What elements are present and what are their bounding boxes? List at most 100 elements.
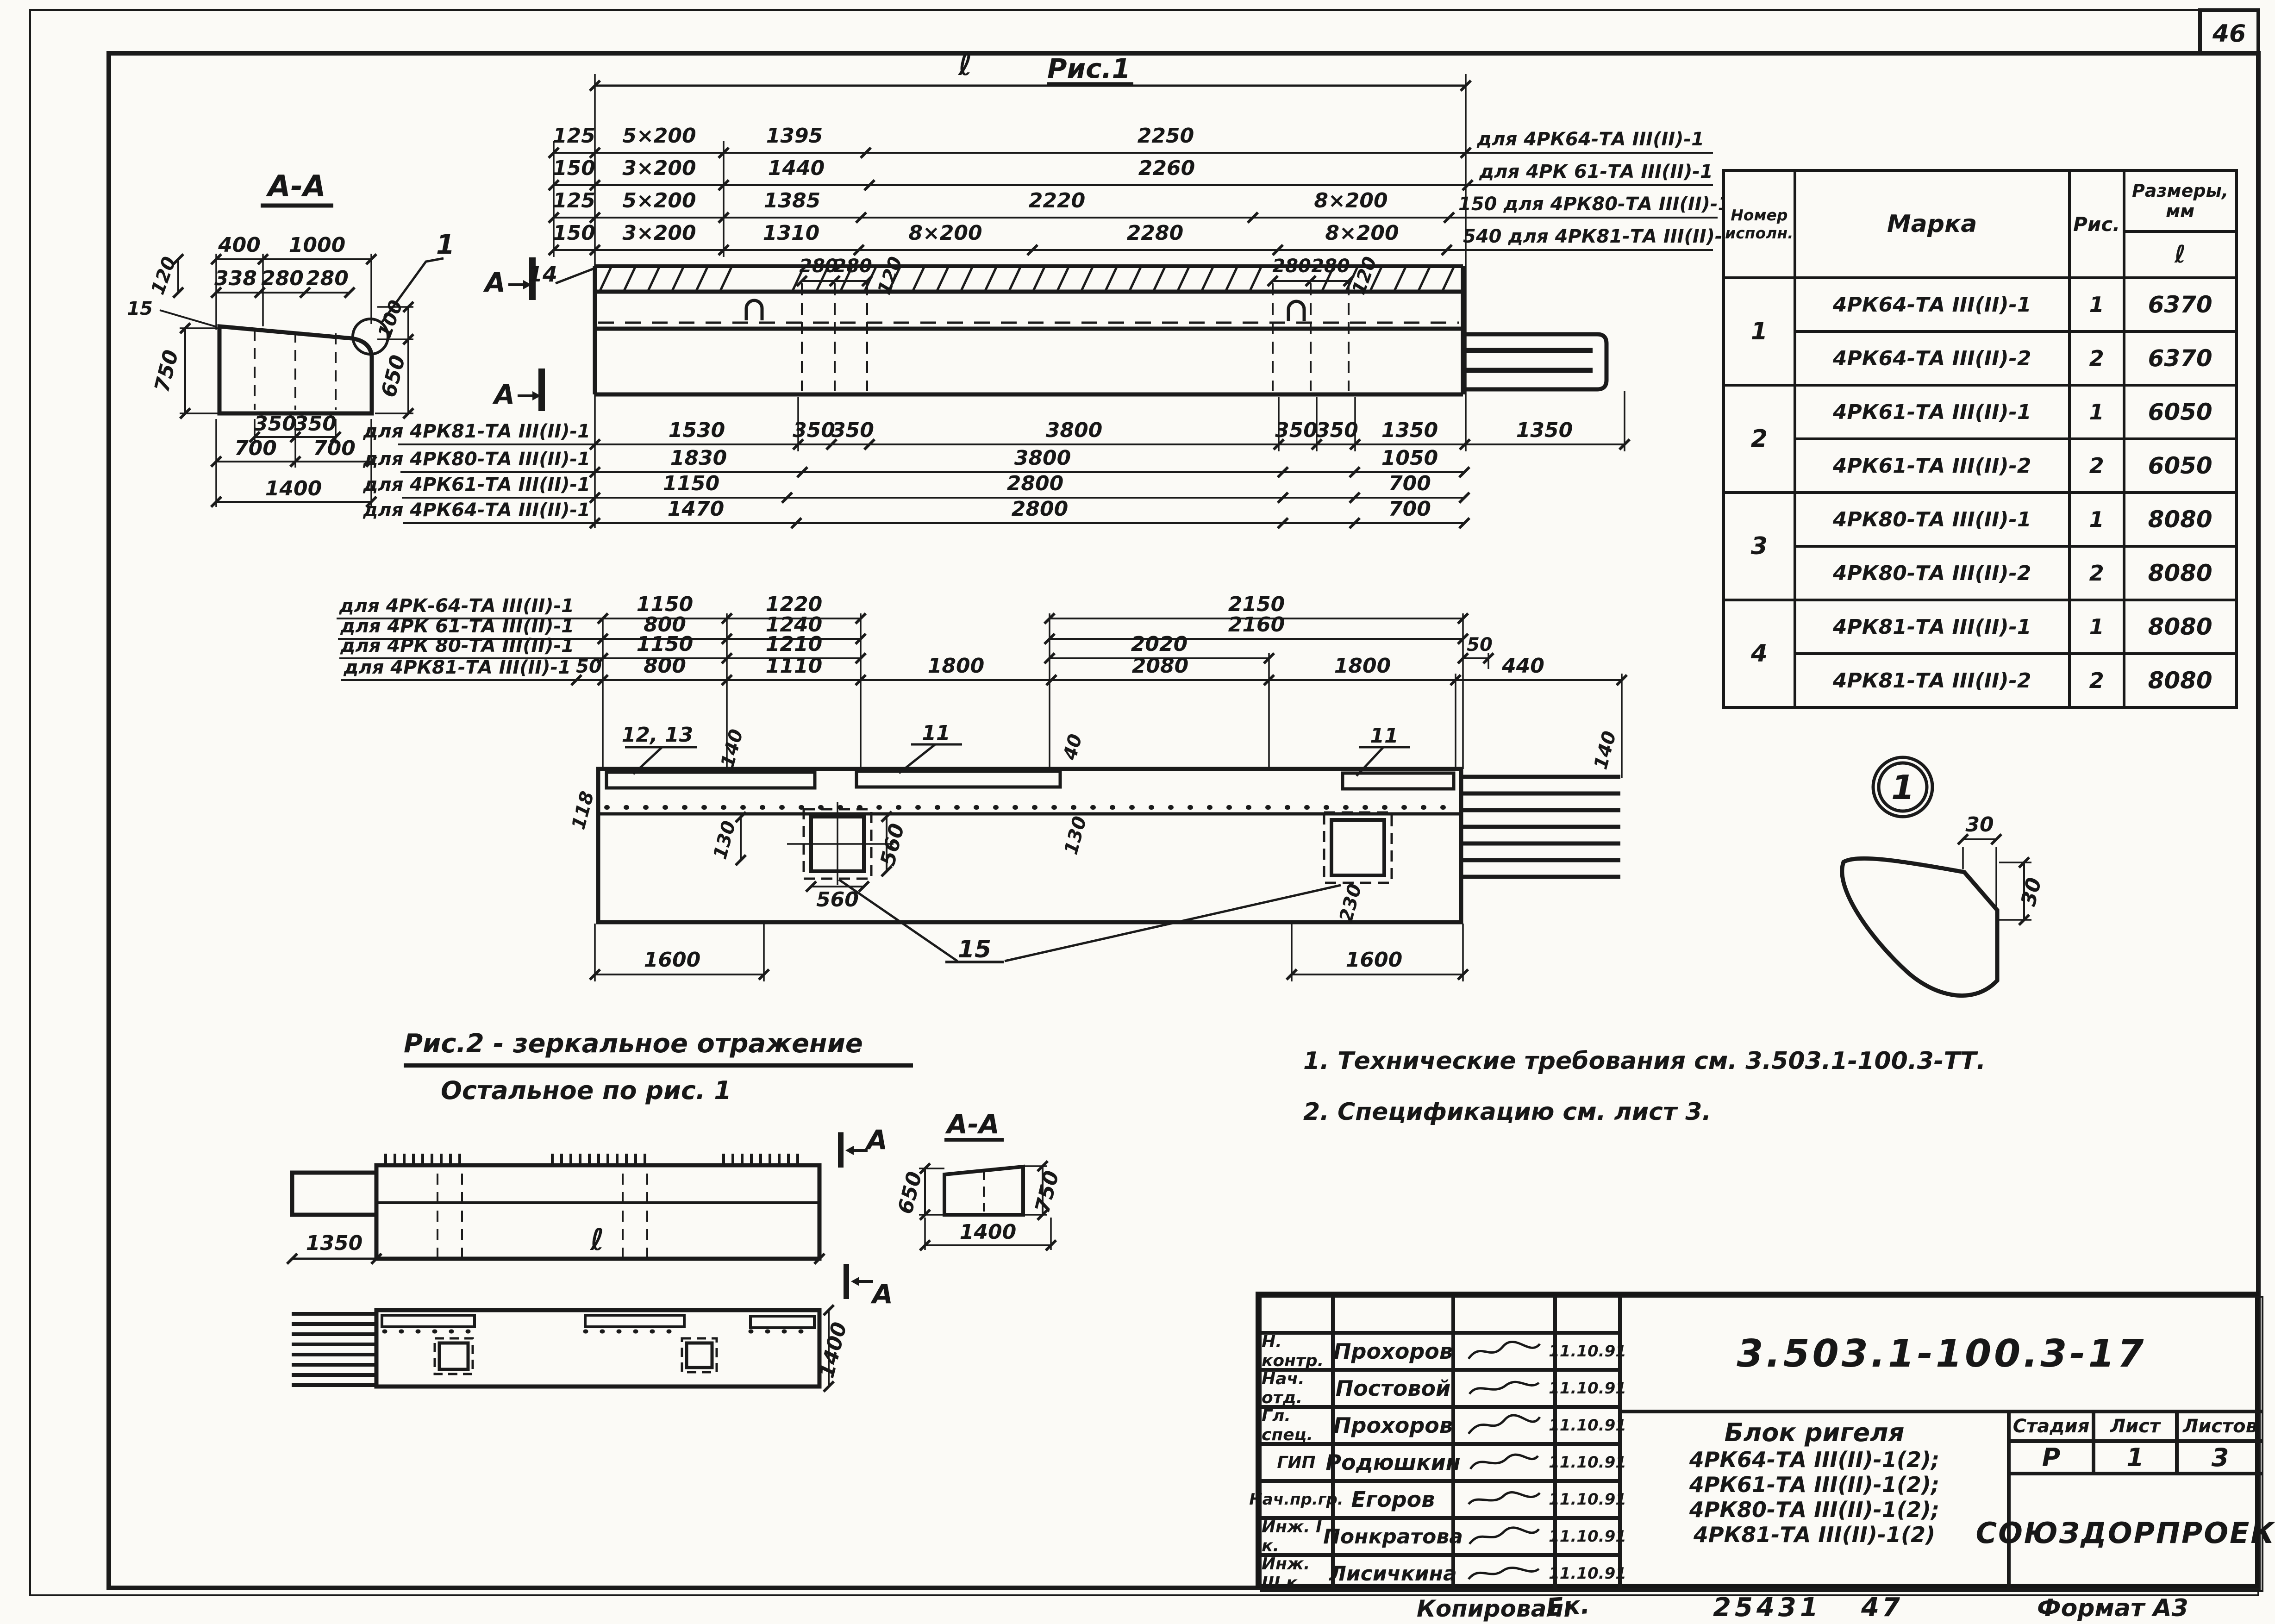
variant-label: для 4РК 61-ТА III(II)-1 [340,616,574,637]
dim-label: 2250 [1138,124,1194,148]
dim-label: 2800 [1012,497,1068,521]
variant-label: для 4РК61-ТА III(II)-1 [362,474,590,495]
staff-empty [1333,1296,1453,1333]
dim-label: 118 [568,789,598,832]
dim-label: 15 [127,298,153,319]
dim-label: 350 [831,418,874,442]
staff-role: Инж. III к. [1260,1555,1333,1593]
dim-label: 750 [150,348,183,394]
ris-cell: 1 [2068,599,2125,655]
group-number: 4 [1722,599,1796,709]
fig2-linework [337,612,2031,998]
ris-cell: 1 [2068,491,2125,548]
marka-cell: 4РК81-ТА III(II)-2 [1793,652,2071,709]
dim-label: 1800 [1334,654,1391,678]
sheet-value: 1 [2094,1441,2177,1474]
marka-cell: 4РК81-ТА III(II)-1 [1793,599,2071,655]
staff-name: Родюшкин [1325,1444,1461,1481]
dim-label: 280 [799,256,838,277]
staff-date: 11.10.91 [1549,1333,1626,1370]
dim-label: 350 [1275,418,1318,442]
staff-date: 11.10.91 [1549,1444,1626,1481]
marka-cell: 4РК64-ТА III(II)-2 [1793,330,2071,387]
group-number: 3 [1722,491,1796,601]
document-number: 3.503.1-100.3-17 [1620,1296,2263,1412]
variant-label: для 4РК 61-ТА III(II)-1 [1479,161,1713,182]
staff-date: 11.10.91 [1549,1370,1626,1407]
signature-scribble [1453,1518,1555,1555]
drawing-title-line: 4РК61-ТА III(II)-1(2); [1689,1472,1940,1497]
fig1-linework [398,74,1718,530]
length-cell: 8080 [2122,545,2238,601]
dim-label: 350 [793,418,835,442]
stage-value: Р [2009,1441,2094,1474]
fig2-caption: Рис.2 - зеркальное отражение Остальное п… [404,1029,913,1105]
parts-table: Номер исполн. Марка Рис. Размеры, мм ℓ 1… [1722,169,2238,709]
staff-empty [1260,1296,1333,1333]
staff-name: Постовой [1333,1370,1453,1407]
staff-role: ГИП [1260,1444,1333,1481]
copied-by-label: Копировал: [1417,1595,1573,1622]
dim-label: 3800 [1014,446,1071,470]
section-mark-a: А [870,1278,893,1310]
dim-label: 1350 [1381,418,1438,442]
col-header-number: Номер исполн. [1722,169,1796,279]
dim-label: 8×200 [1325,221,1399,245]
length-cell: 6370 [2122,276,2238,333]
dim-label: 140 [1590,729,1620,772]
dim-label: 1240 [766,613,822,637]
stamp-number-1: 25431 [1713,1593,1822,1623]
ris-cell: 2 [2068,330,2125,387]
group-number: 2 [1722,384,1796,494]
staff-empty [1555,1296,1620,1333]
section-mark-a: А [492,379,515,410]
section-mark-a: А [483,267,506,298]
dim-label: 2150 [1228,593,1285,616]
dim-label: 5×200 [622,189,696,212]
signature-scribble [1453,1555,1555,1592]
dim-label: 50 [576,656,602,677]
dim-label: 280 [833,256,872,277]
dim-label: 140 [717,727,747,770]
dim-label: 1350 [306,1231,362,1255]
signature-scribble [1453,1444,1555,1481]
dim-label: 130 [1060,814,1091,857]
dim-label: 800 [644,654,686,678]
dim-label: 280 [306,267,349,290]
dim-label: 8×200 [908,221,982,245]
drawing-title-line: 4РК81-ТА III(II)-1(2) [1693,1522,1936,1547]
dim-label: 440 [1501,654,1544,678]
dim-label: 1350 [1516,418,1573,442]
dim-label: 1530 [669,418,725,442]
dim-label: 125 [553,189,595,212]
length-cell: 8080 [2122,599,2238,655]
callout-label: 15 [958,936,991,963]
dim-label: 2800 [1007,472,1063,495]
dim-label: 30 [2017,875,2046,909]
section-mark-a: А [865,1124,888,1156]
callout-label: 14 [528,262,557,287]
bottom-views-linework [286,1132,1057,1393]
dim-label: 350 [254,412,296,436]
dim-label: 2220 [1029,189,1085,212]
marka-cell: 4РК80-ТА III(II)-1 [1793,491,2071,548]
ris-cell: 1 [2068,384,2125,440]
copied-by-signature: Ек. [1545,1590,1591,1623]
group-number: 1 [1722,276,1796,387]
staff-role: Н. контр. [1260,1332,1333,1370]
drawing-title-line: 4РК64-ТА III(II)-1(2); [1689,1447,1940,1472]
dim-label: 338 [214,267,257,290]
section-title: А-А [265,169,326,204]
section-title: А-А [945,1108,1000,1140]
dim-label: 1310 [763,221,819,245]
ris-cell: 1 [2068,276,2125,333]
dim-label: 3×200 [622,156,696,180]
dim-label: 1220 [766,593,822,616]
signature-scribble [1453,1370,1555,1407]
dim-label: 1470 [668,497,724,521]
dim-label: 1150 [637,632,693,656]
drawing-title-cell: Блок ригеля 4РК64-ТА III(II)-1(2); 4РК61… [1620,1412,2009,1592]
dim-label: 700 [1388,497,1431,521]
dim-label: 280 [1311,256,1350,277]
